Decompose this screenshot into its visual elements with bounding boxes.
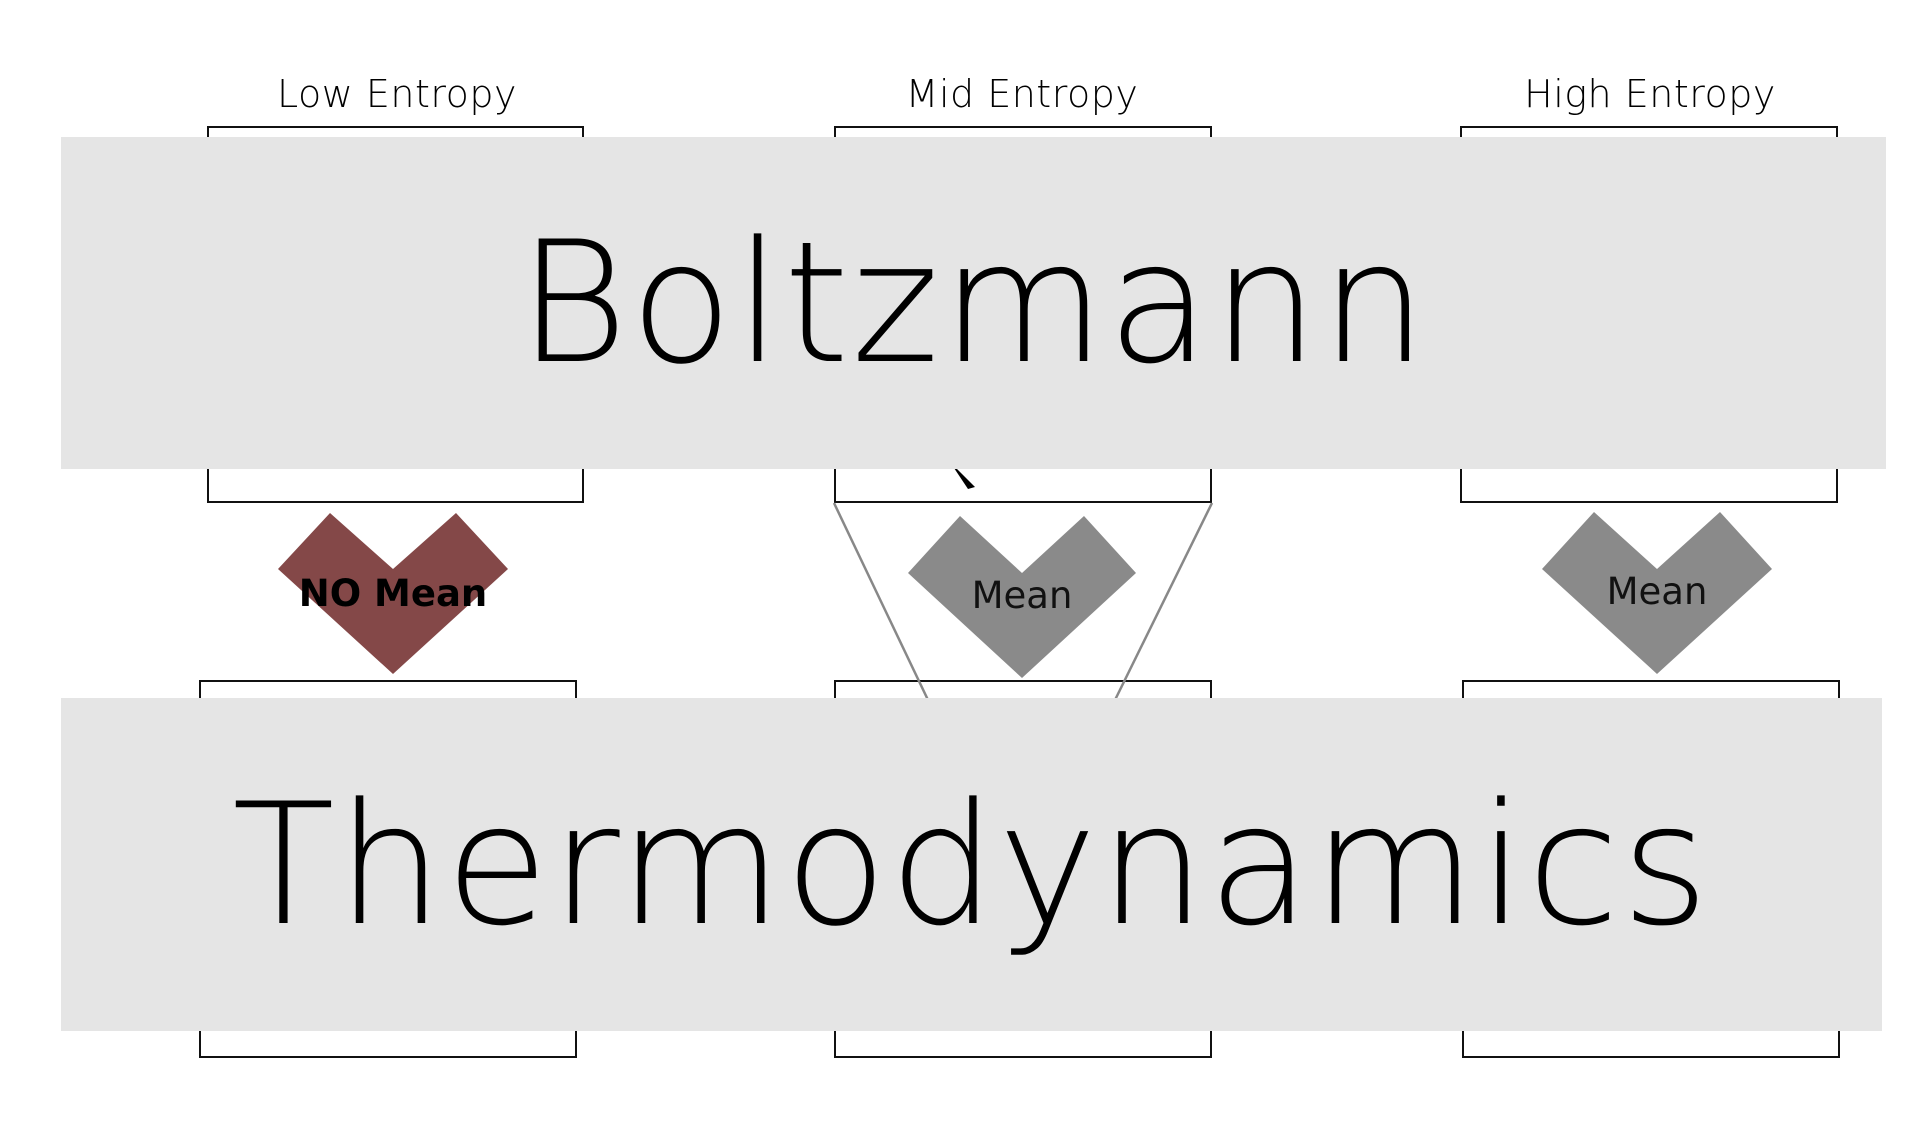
low-entropy-label: Low Entropy — [276, 72, 518, 116]
high-entropy-label: High Entropy — [1524, 72, 1776, 116]
no-mean-marker — [278, 513, 508, 674]
title-thermodynamics: Thermodynamics — [232, 766, 1711, 963]
title-banner-top: Boltzmann — [61, 137, 1886, 469]
mid-mean-marker-label: Mean — [972, 574, 1073, 617]
no-mean-marker-label: NO Mean — [299, 572, 488, 615]
funnel-line-left — [832, 502, 930, 701]
title-banner-bottom: Thermodynamics — [61, 698, 1882, 1031]
mid-mean-marker — [908, 516, 1136, 678]
funnel-line-right — [1113, 502, 1214, 701]
mid-entropy-label: Mid Entropy — [905, 72, 1139, 116]
high-mean-marker-label: Mean — [1607, 570, 1708, 613]
title-boltzmann: Boltzmann — [517, 205, 1430, 401]
high-mean-marker — [1542, 512, 1772, 674]
